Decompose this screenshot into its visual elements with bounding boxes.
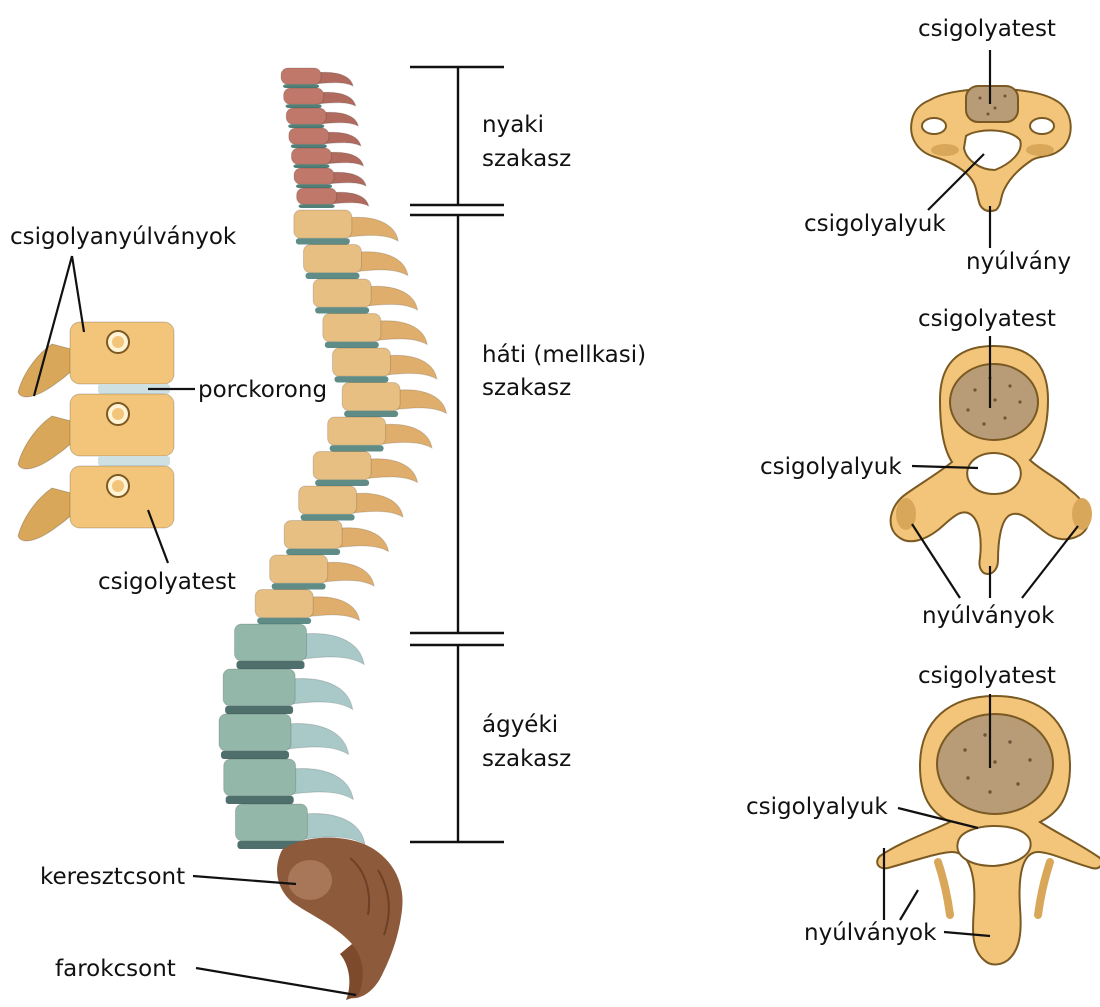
v3-body-label: csigolyatest [918,663,1056,689]
thoracic-vertebra [284,521,388,556]
lumbar-vertebra [235,624,365,669]
cervical-vertebra-top-view [911,86,1071,211]
sacrum-label: keresztcsont [40,864,185,890]
cervical-vertebra [289,128,361,148]
v2-processes-leader-1 [912,524,960,598]
side-body-label: csigolyatest [98,569,236,595]
thoracic-vertebra [313,279,417,314]
v3-foramen-label: csigolyalyuk [746,794,888,820]
v2-body-label: csigolyatest [918,306,1056,332]
thoracic-vertebrae [255,210,446,624]
side-vertebra [18,466,174,541]
lumbar-vertebra [223,669,353,714]
cervical-label-1: nyaki [482,112,544,138]
cervical-vertebra [281,68,353,88]
side-disc-label: porckorong [198,377,327,403]
cervical-vertebra [294,168,366,188]
coccyx-leader [196,968,356,995]
thoracic-vertebra [299,486,403,521]
lumbar-label-2: szakasz [482,746,571,772]
cervical-label-2: szakasz [482,146,571,172]
thoracic-vertebra [294,210,398,245]
lumbar-vertebra [219,714,349,759]
thoracic-vertebra [313,452,417,487]
thoracic-vertebra-top-view [891,346,1092,574]
thoracic-vertebra [328,417,432,452]
cervical-vertebra [284,88,356,108]
v1-body-label: csigolyatest [918,16,1056,42]
lumbar-label-1: ágyéki [482,712,558,738]
v1-foramen-label: csigolyalyuk [804,211,946,237]
side-vertebra [18,322,174,397]
thoracic-vertebra [303,245,407,280]
v2-processes-label: nyúlványok [922,603,1055,629]
v3-processes-label: nyúlványok [804,920,937,946]
lumbar-vertebrae [219,624,365,849]
v2-processes-leader-3 [1022,526,1078,598]
thoracic-label-2: szakasz [482,375,571,401]
cervical-vertebra [297,188,369,208]
thoracic-vertebra [323,314,427,349]
side-processes-label: csigolyanyúlványok [10,224,237,250]
thoracic-vertebra [255,590,359,625]
side-view-vertebrae [18,322,174,541]
side-processes-leader-2 [72,256,84,332]
cervical-vertebra [291,148,363,168]
coccyx-label: farokcsont [55,956,176,982]
thoracic-vertebra [332,348,436,383]
cervical-vertebra [286,108,358,128]
thoracic-vertebra [342,383,446,418]
v2-foramen-label: csigolyalyuk [760,454,902,480]
v1-process-label: nyúlvány [966,249,1071,275]
spine [219,68,447,1000]
lumbar-vertebra [224,759,354,804]
thoracic-vertebra [270,555,374,590]
v3-processes-leader-2 [900,890,918,920]
thoracic-label-1: háti (mellkasi) [482,342,646,368]
cervical-vertebrae [281,68,369,208]
side-vertebra [18,394,174,469]
sacrum [277,838,402,999]
